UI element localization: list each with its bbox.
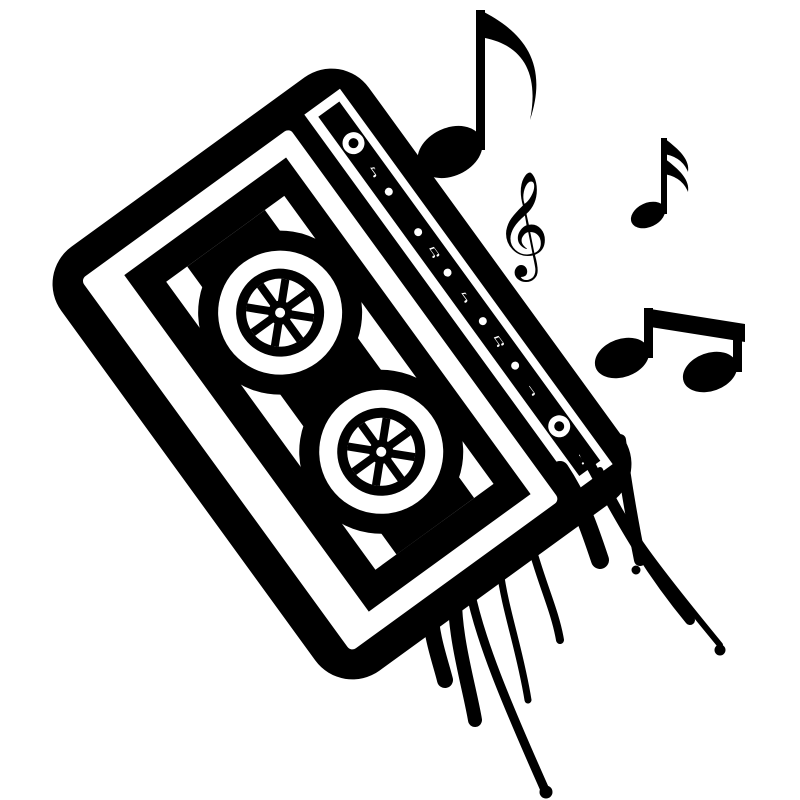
cassette-tape-icon: ♪ ♫ ♪ ♫ ♩ ♪ — [52, 68, 632, 680]
beamed-notes-icon — [594, 308, 745, 393]
paint-drip-icon — [422, 434, 726, 799]
eighth-note-icon — [417, 10, 537, 179]
treble-clef-icon: 𝄞 — [495, 170, 549, 282]
reel-top — [198, 230, 363, 395]
reel-bottom — [299, 369, 464, 534]
sixteenth-note-icon — [630, 138, 689, 229]
